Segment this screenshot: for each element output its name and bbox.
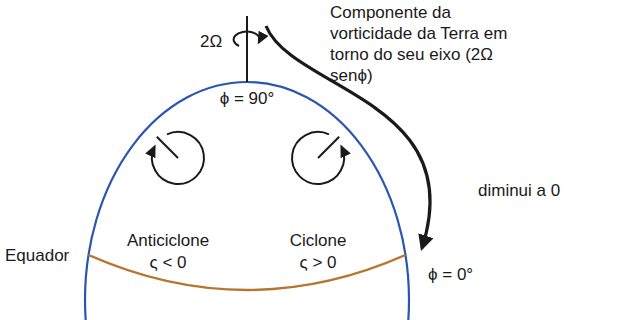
latitude-label: ϕ = 90° xyxy=(220,88,275,109)
equator-label: Equador xyxy=(5,245,69,266)
cyclone-symbol xyxy=(292,132,344,184)
cyclone-label: Ciclone xyxy=(290,230,347,251)
vorticity-note: Componente da vorticidade da Terra em to… xyxy=(330,2,530,86)
rotation-arrow xyxy=(234,32,260,46)
globe-outline xyxy=(85,82,409,320)
rotation-label: 2Ω xyxy=(200,31,222,52)
cyclone-radius xyxy=(318,137,339,158)
anticyclone-label: Anticiclone xyxy=(127,230,209,251)
trend-label: diminui a 0 xyxy=(478,180,560,201)
latitude-label: ϕ = 0° xyxy=(428,264,473,285)
vorticity-sign: ς < 0 xyxy=(149,252,186,273)
vorticity-sign: ς > 0 xyxy=(299,252,336,273)
anticyclone-radius xyxy=(157,137,178,158)
anticyclone-symbol xyxy=(152,132,204,184)
equator-line xyxy=(89,255,406,290)
rotation-axis xyxy=(246,16,248,82)
